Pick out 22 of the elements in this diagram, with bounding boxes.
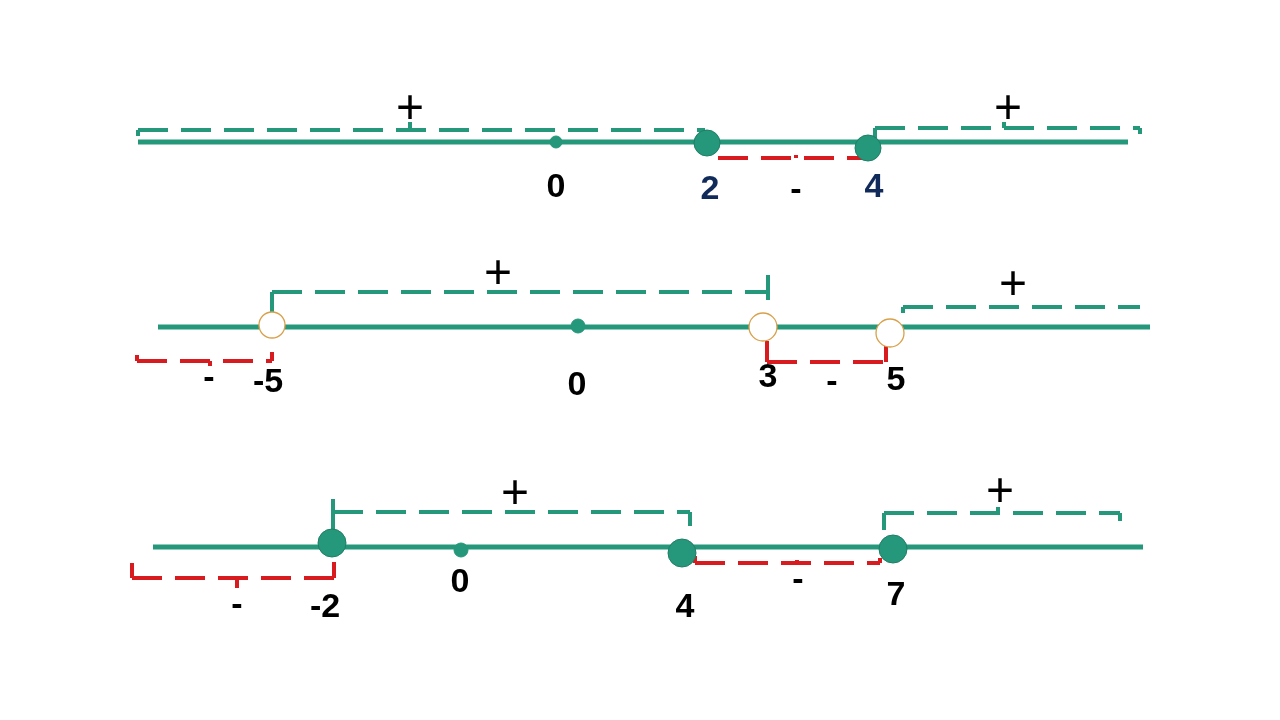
sign-label: -: [790, 171, 802, 205]
sign-label: +: [986, 466, 1014, 514]
point-label: 4: [864, 168, 884, 202]
sign-label: -: [203, 359, 215, 393]
point-label: -5: [252, 363, 284, 397]
point-label: 3: [758, 358, 778, 392]
sign-label: +: [999, 259, 1027, 307]
point-label: 0: [567, 366, 587, 400]
point-label: 7: [886, 576, 906, 610]
sign-label: -: [826, 363, 838, 397]
sign-label: +: [501, 468, 529, 516]
point-label: 2: [700, 170, 720, 204]
point-label: -2: [309, 588, 341, 622]
sign-label: -: [231, 586, 243, 620]
sign-label: +: [396, 83, 424, 131]
point-label: 0: [450, 563, 470, 597]
sign-label: +: [994, 83, 1022, 131]
sign-label: +: [484, 248, 512, 296]
point-label: 0: [546, 168, 566, 202]
point-label: 4: [675, 588, 695, 622]
sign-label: -: [792, 561, 804, 595]
point-label: 5: [886, 361, 906, 395]
